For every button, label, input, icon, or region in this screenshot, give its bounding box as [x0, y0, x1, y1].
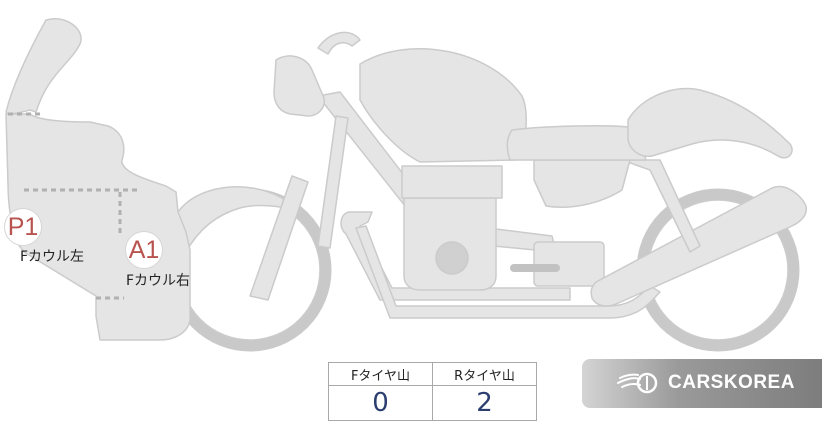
fuel-tank	[359, 47, 527, 163]
side-cover	[533, 159, 631, 208]
rear-tire-value: 2	[432, 385, 537, 421]
label-front-cowl-right: Fカウル右	[126, 273, 191, 289]
front-tire-header: Fタイヤ山	[328, 362, 433, 386]
brand-name: CARSKOREA	[668, 372, 795, 393]
handlebar	[317, 31, 361, 55]
engine-head	[401, 165, 503, 199]
flame-logo-icon	[617, 372, 658, 394]
panel-divisions	[8, 112, 140, 300]
rear-cowl	[627, 87, 793, 159]
front-tire-value: 0	[328, 385, 433, 421]
marker-p1[interactable]: P1	[4, 208, 42, 246]
seat	[506, 125, 647, 161]
down-tube	[317, 115, 349, 249]
label-front-cowl-left: Fカウル左	[20, 249, 85, 265]
headlight	[273, 55, 326, 117]
rear-frame	[621, 159, 701, 253]
exhaust-pipe	[340, 211, 571, 301]
rear-tire-header: Rタイヤ山	[432, 362, 537, 386]
front-cowl	[5, 17, 191, 341]
engine-cover	[435, 241, 469, 275]
marker-a1[interactable]: A1	[125, 231, 163, 269]
brand-badge: CARSKOREA	[582, 359, 822, 408]
front-fork	[249, 175, 309, 301]
tire-tread-table: Fタイヤ山 Rタイヤ山 0 2	[328, 362, 537, 421]
